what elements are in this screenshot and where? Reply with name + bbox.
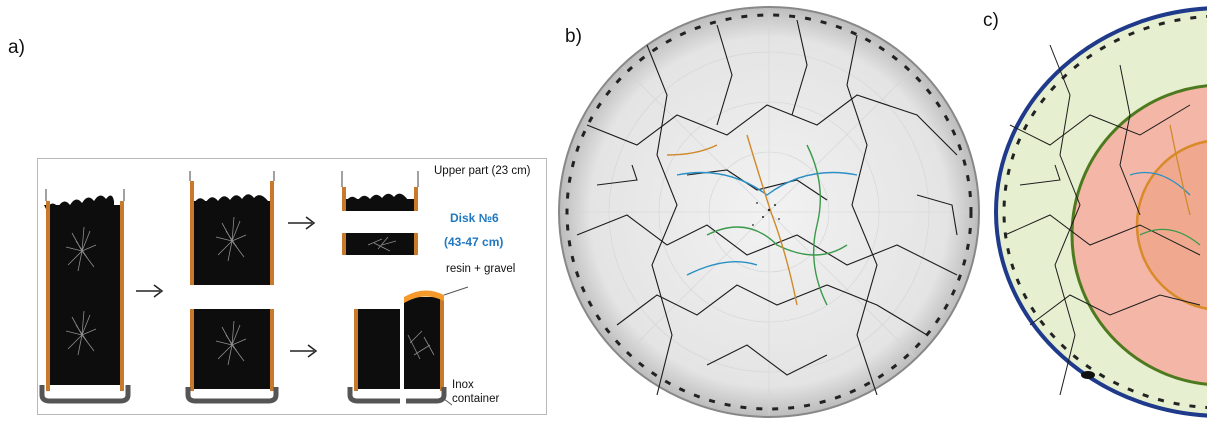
schematic-drawing (39, 171, 469, 406)
container-label: container (452, 393, 500, 405)
resin-label: resin + gravel (446, 263, 516, 275)
arrow-right-icon (136, 284, 164, 298)
arrow-right-icon (290, 344, 318, 358)
inox-label: Inox (452, 379, 474, 391)
disk-range-label: (43-47 cm) (444, 235, 504, 249)
full-core (39, 189, 131, 404)
upper-section (189, 171, 275, 285)
zoned-disk-photo (990, 5, 1207, 419)
disk-piece (342, 233, 418, 255)
core-cutting-schematic: Upper part (23 cm) Disk №6 (43-47 cm) re… (37, 158, 547, 415)
disk-label: Disk №6 (450, 211, 499, 225)
cracked-disk-photo (557, 5, 982, 419)
upper-part-label: Upper part (23 cm) (434, 165, 531, 177)
upper-part-piece (341, 171, 419, 211)
arrow-right-icon (288, 216, 316, 230)
lower-section (185, 309, 279, 404)
panel-label-c: c) (983, 10, 999, 31)
cracked-disk-image (558, 6, 980, 418)
resin-filled-piece (347, 286, 469, 406)
panel-label-b: b) (565, 26, 582, 47)
zoned-disk-image (994, 6, 1207, 418)
panel-label-a: a) (8, 37, 25, 58)
